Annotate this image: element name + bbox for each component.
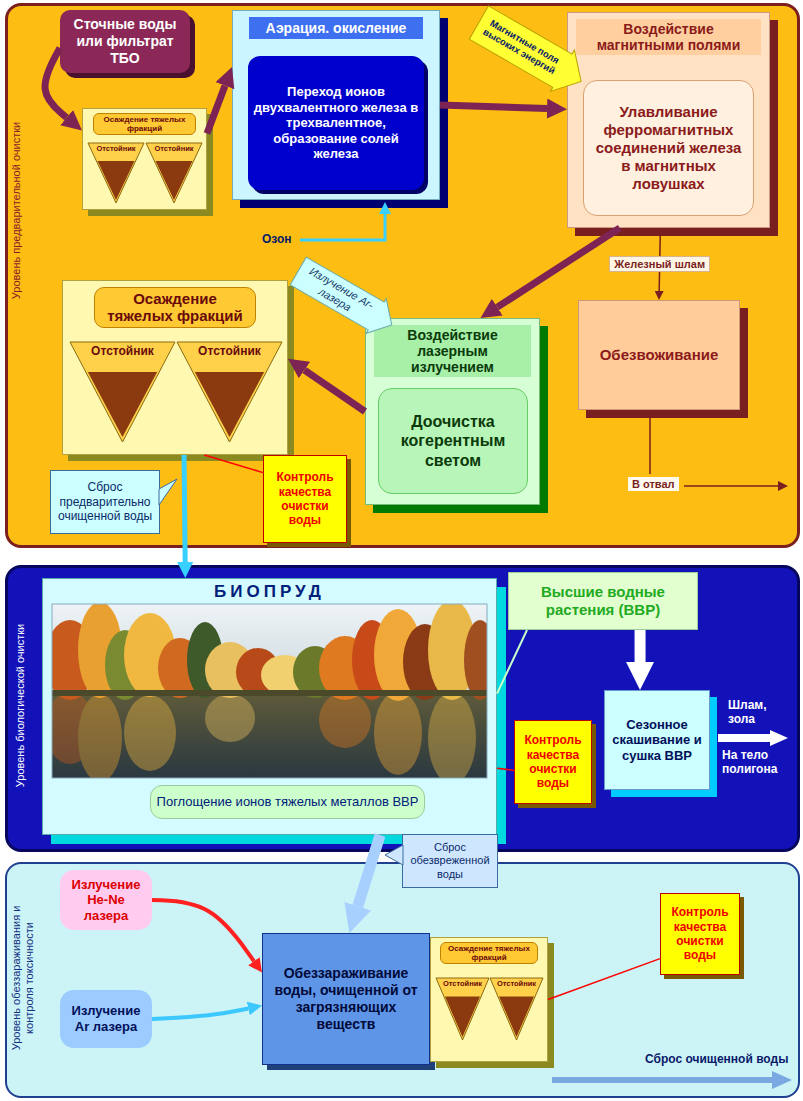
sump-label: Отстойник (490, 978, 543, 988)
process-box: Сезонное скашивание и сушка ВВР (604, 690, 710, 790)
sump-label: Отстойник (146, 143, 202, 153)
label-holder: Озон (262, 232, 292, 246)
sump-sediment (98, 161, 135, 200)
source-box: Излучение Ar лазера (60, 990, 152, 1048)
sump-sediment (445, 997, 480, 1037)
settler-tank: Осаждение тяжелых фракцийОтстойникОтстой… (62, 280, 288, 455)
sump-triangle: Отстойник (70, 342, 175, 442)
control-box: Контроль качества очистки воды (514, 720, 592, 804)
box-label: Контроль качества очистки воды (666, 905, 734, 963)
pond-title: БИОПРУД (43, 579, 496, 602)
sump-triangle: Отстойник (177, 342, 282, 442)
sump-sediment (156, 161, 193, 200)
sump-triangle: Отстойник (436, 978, 489, 1040)
sump-sediment (499, 997, 534, 1037)
callout-pointer (159, 471, 179, 535)
process-panel: Воздействие магнитными полямиУлавливание… (567, 12, 770, 228)
box-label: Обезвоживание (600, 346, 719, 364)
panel-heading: Осаждение тяжелых фракций (93, 113, 196, 135)
label-holder: Шлам, зола (728, 698, 790, 727)
process-box: Поглощение ионов тяжелых металлов ВВР (150, 785, 425, 819)
flow-label: На тело полигона (722, 748, 794, 777)
box-label: Высшие водные растения (ВВР) (514, 583, 692, 619)
box-label: Излучение Ar лазера (65, 1003, 147, 1034)
sump-triangle: Отстойник (88, 143, 144, 203)
level-band: Уровень биологической очистки БИОПРУД Погл… (5, 565, 800, 852)
flow-label: Шлам, зола (728, 698, 790, 727)
sump-triangle: Отстойник (490, 978, 543, 1040)
sump-outline (177, 342, 282, 442)
callout-box: Сброс обезвреженной воды (402, 834, 498, 888)
sump-sediment (195, 372, 264, 437)
callout-pointer-shape (159, 479, 177, 505)
box-label: Поглощение ионов тяжелых металлов ВВР (157, 794, 419, 810)
panel-heading: Осаждение тяжелых фракций (440, 942, 537, 964)
sump-outline (436, 978, 489, 1040)
box-label: Обеззараживание воды, очищенной от загря… (268, 965, 424, 1032)
sump-outline (490, 978, 543, 1040)
control-box: Контроль качества очистки воды (263, 455, 347, 543)
flow-label: В отвал (628, 477, 679, 491)
level-title: Уровень биологической очистки (14, 585, 27, 825)
callout-arrow: Излучение Ar-лазера (288, 254, 402, 343)
process-box: Доочистка когерентным светом (378, 388, 528, 494)
process-box: Переход ионов двухвалентного железа в тр… (248, 56, 424, 190)
label-holder: На тело полигона (722, 748, 794, 777)
box-label: Сброс обезвреженной воды (408, 841, 492, 881)
label-holder: Железный шлам (609, 256, 710, 272)
sump-label: Отстойник (70, 342, 175, 358)
pond-panel: БИОПРУД Поглощение ионов тяжелых металлов… (42, 578, 497, 835)
box-label: Сточные воды или фильтрат ТБО (65, 16, 185, 66)
flow-label: Озон (262, 232, 292, 246)
box-label: Контроль качества очистки воды (269, 470, 341, 528)
sump-outline (88, 143, 144, 203)
sump-label: Отстойник (436, 978, 489, 988)
level-title: Уровень обеззараживания и контроля токси… (9, 891, 35, 1066)
process-box: Обезвоживание (578, 300, 740, 410)
box-label: Сброс предварительно очищенной воды (56, 480, 154, 523)
sump-sediment (88, 372, 157, 437)
flow-label: Сброс очищенной воды (645, 1052, 788, 1066)
callout-pointer (383, 835, 403, 885)
callout-box: Сброс предварительно очищенной воды (50, 470, 160, 534)
panel-heading: Воздействие магнитными полями (576, 19, 761, 55)
process-panel: Аэрация. окислениеПереход ионов двухвале… (232, 10, 440, 200)
box-label: Улавливание ферромагнитных соединений же… (589, 103, 748, 193)
sump-outline (70, 342, 175, 442)
panel-heading: Воздействие лазерным излучением (374, 325, 531, 377)
panel-heading: Осаждение тяжелых фракций (94, 287, 255, 328)
box-label: Контроль качества очистки воды (520, 733, 586, 791)
box-label: Излучение He-Ne лазера (65, 877, 147, 924)
process-box: Улавливание ферромагнитных соединений же… (583, 80, 754, 216)
level-title: Уровень предварительной очистки (10, 80, 23, 340)
process-box: Обеззараживание воды, очищенной от загря… (262, 933, 430, 1065)
source-box: Сточные воды или фильтрат ТБО (60, 10, 190, 73)
sump-outline (146, 143, 202, 203)
edge-label: Железный шлам (609, 256, 710, 272)
level-band: Уровень предварительной очистки Сточные в… (5, 3, 800, 548)
source-box: Излучение He-Ne лазера (60, 870, 152, 930)
panel-heading: Аэрация. окисление (249, 17, 423, 39)
sump-label: Отстойник (177, 342, 282, 358)
label-holder: Сброс очищенной воды (645, 1052, 788, 1066)
plant-box: Высшие водные растения (ВВР) (508, 572, 698, 630)
settler-tank: Осаждение тяжелых фракцийОтстойникОтстой… (82, 108, 207, 210)
process-panel: Воздействие лазерным излучениемДоочистка… (365, 318, 540, 505)
sump-triangle: Отстойник (146, 143, 202, 203)
box-label: Переход ионов двухвалентного железа в тр… (253, 84, 419, 162)
box-label: Сезонное скашивание и сушка ВВР (610, 717, 704, 764)
label-holder: В отвал (628, 477, 679, 491)
control-box: Контроль качества очистки воды (660, 893, 740, 975)
box-label: Доочистка когерентным светом (384, 412, 522, 470)
settler-tank: Осаждение тяжелых фракцийОтстойникОтстой… (430, 937, 548, 1062)
sump-label: Отстойник (88, 143, 144, 153)
